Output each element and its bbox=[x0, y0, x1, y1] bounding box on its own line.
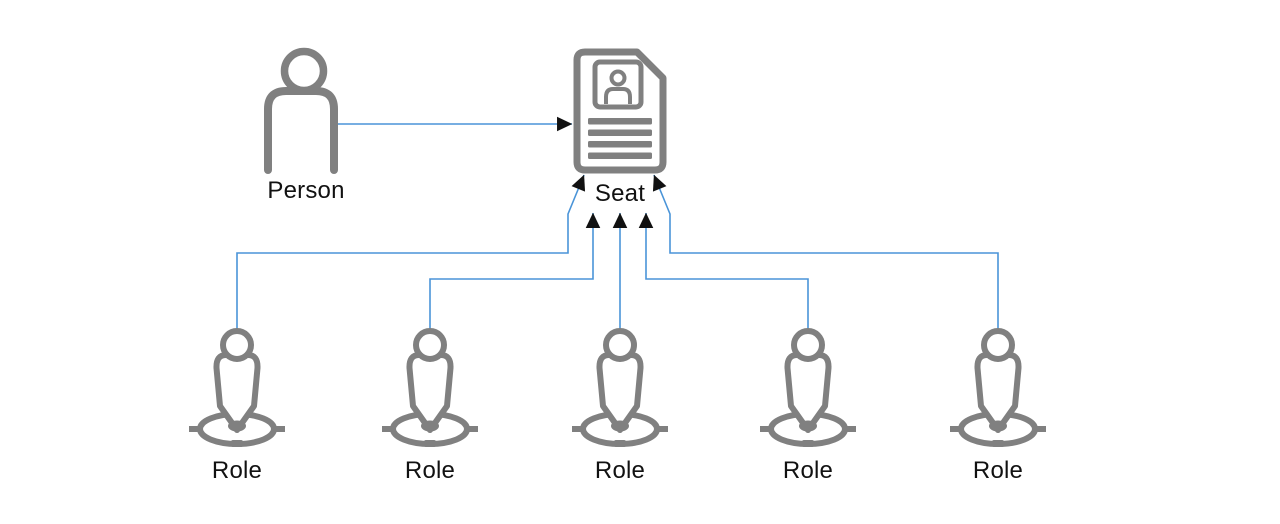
seat-node-label: Seat bbox=[594, 180, 646, 207]
role-node-label-1: Role bbox=[211, 457, 263, 484]
person-node-label: Person bbox=[267, 177, 345, 204]
role-node-label-4: Role bbox=[782, 457, 834, 484]
edge-role5-to-seat bbox=[652, 174, 999, 331]
role-location-pin-icon-5 bbox=[950, 331, 1046, 447]
person-icon bbox=[264, 47, 338, 174]
edge-role4-to-seat bbox=[638, 212, 809, 331]
role-location-pin-icon-3 bbox=[572, 331, 668, 447]
edge-role1-to-seat bbox=[236, 174, 586, 331]
role-location-pin-icon-1 bbox=[189, 331, 285, 447]
role-node-label-3: Role bbox=[594, 457, 646, 484]
role-node-label-5: Role bbox=[972, 457, 1024, 484]
edge-role2-to-seat bbox=[429, 212, 601, 331]
id-card-document-icon bbox=[573, 48, 667, 174]
role-location-pin-icon-4 bbox=[760, 331, 856, 447]
role-location-pin-icon-2 bbox=[382, 331, 478, 447]
role-node-label-2: Role bbox=[404, 457, 456, 484]
